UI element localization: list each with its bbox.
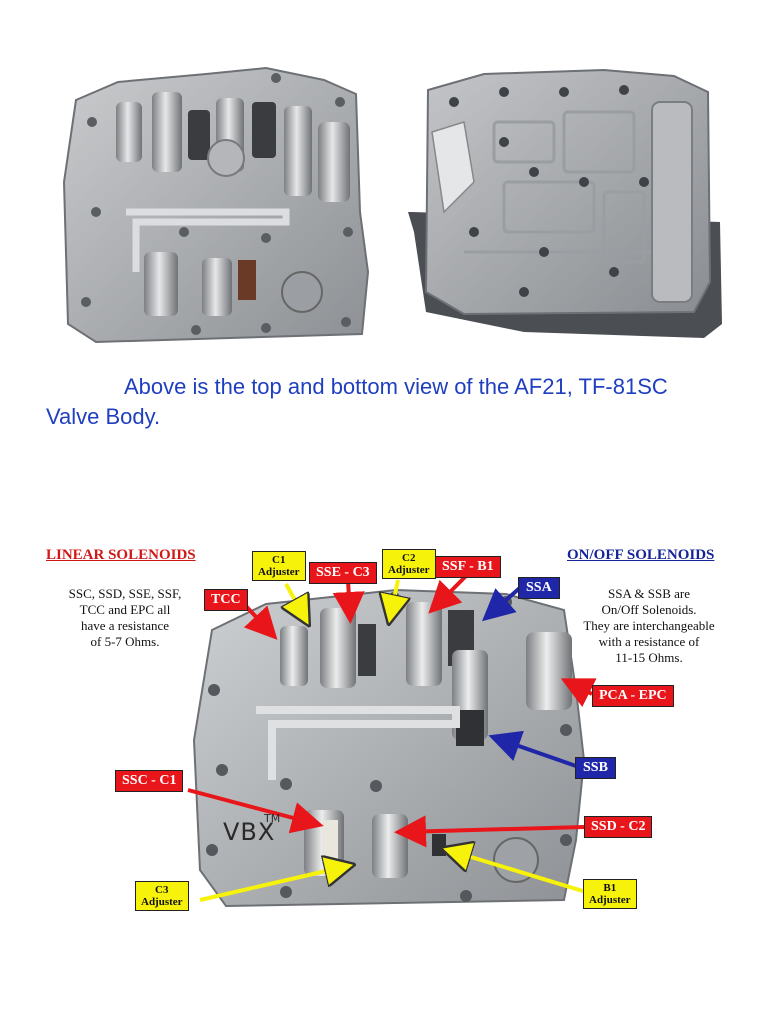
ssb-label: SSB [575, 757, 616, 779]
onoff-solenoids-heading: ON/OFF SOLENOIDS [567, 547, 715, 563]
ssd-c2-label: SSD - C2 [584, 816, 653, 838]
c2-adjuster-label-line: C2 [402, 552, 416, 564]
linear-solenoids-note: SSC, SSD, SSE, SSF, TCC and EPC all have… [34, 586, 216, 650]
linear-note-line: SSC, SSD, SSE, SSF, [68, 586, 182, 601]
linear-note-line: TCC and EPC all [79, 602, 171, 617]
onoff-note-line: 11-15 Ohms. [615, 650, 683, 665]
linear-note-line: have a resistance [80, 618, 170, 633]
sse-c3-label: SSE - C3 [309, 562, 377, 584]
ssf-b1-label: SSF - B1 [435, 556, 501, 578]
valve-body-top-illustration [62, 66, 370, 344]
tcc-label: TCC [204, 589, 248, 611]
linear-solenoids-heading: LINEAR SOLENOIDS [46, 547, 196, 563]
pca-epc-label: PCA - EPC [592, 685, 674, 707]
valve-body-bottom-illustration [408, 68, 722, 338]
onoff-note-line: They are interchangeable [583, 618, 715, 633]
c3-adjuster-label: C3 Adjuster [135, 881, 189, 911]
valve-body-bottom-photo [404, 62, 726, 347]
onoff-note-line: SSA & SSB are [608, 586, 690, 601]
ssc-c1-label: SSC - C1 [115, 770, 184, 792]
c3-adjuster-label-line: Adjuster [141, 896, 183, 908]
b1-adjuster-label-line: B1 [603, 882, 617, 894]
b1-adjuster-label: B1 Adjuster [583, 879, 637, 909]
c3-adjuster-label-line: C3 [155, 884, 169, 896]
c2-adjuster-label-line: Adjuster [388, 564, 430, 576]
c2-adjuster-label: C2 Adjuster [382, 549, 436, 579]
c1-adjuster-label-line: C1 [272, 554, 286, 566]
valve-body-top-photo [56, 62, 378, 347]
vbx-trademark: TM [264, 812, 281, 825]
onoff-note-line: with a resistance of [598, 634, 700, 649]
caption-line-2: Valve Body. [46, 404, 161, 429]
linear-note-line: of 5-7 Ohms. [90, 634, 160, 649]
ssa-label: SSA [518, 577, 560, 599]
solenoid-diagram-photo [36, 540, 736, 920]
c1-adjuster-label-line: Adjuster [258, 566, 300, 578]
onoff-solenoids-note: SSA & SSB are On/Off Solenoids. They are… [566, 586, 732, 666]
solenoid-diagram-illustration [187, 572, 597, 908]
caption-line-1: Above is the top and bottom view of the … [124, 374, 668, 399]
photo-caption: Above is the top and bottom view of the … [46, 372, 736, 432]
c1-adjuster-label: C1 Adjuster [252, 551, 306, 581]
vbx-watermark: VBX [223, 818, 276, 846]
b1-adjuster-label-line: Adjuster [589, 894, 631, 906]
onoff-note-line: On/Off Solenoids. [601, 602, 697, 617]
